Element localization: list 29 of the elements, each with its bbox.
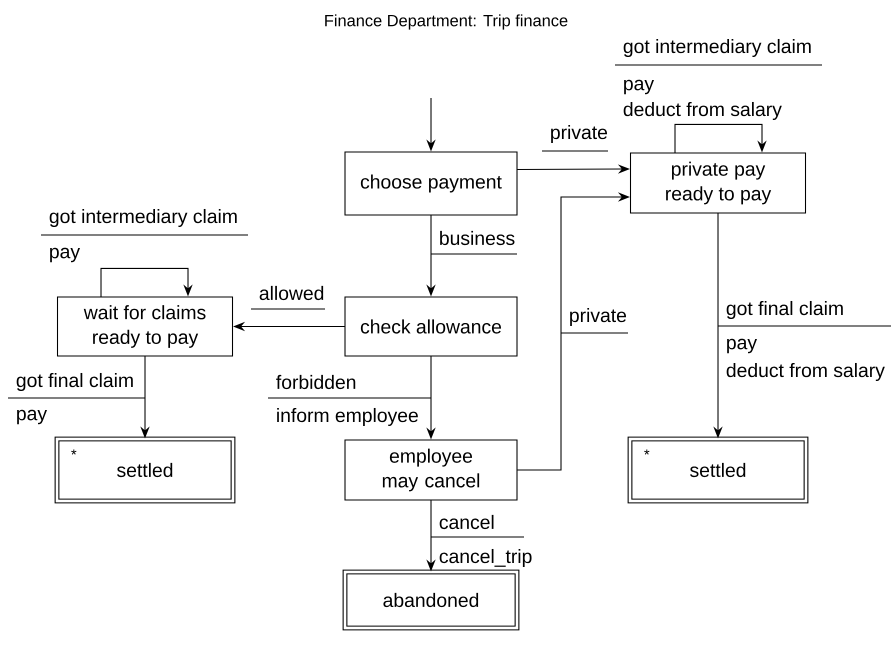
action-label: cancel_trip: [440, 548, 532, 567]
edge-label: private: [551, 124, 608, 143]
edge-label: got final claim: [726, 300, 843, 319]
edge-label: allowed: [260, 286, 324, 300]
action-label: pay: [624, 80, 654, 94]
edge-label: got intermediary claim: [50, 208, 237, 227]
edge-label: private: [570, 308, 626, 326]
state-box: employee may cancel: [344, 439, 518, 501]
edge-label: cancel: [440, 514, 494, 530]
final-state-box: abandoned: [342, 570, 520, 630]
final-state-box: settled *: [628, 436, 808, 504]
edge-label: got intermediary claim: [624, 38, 811, 57]
final-state-box: settled *: [54, 436, 236, 504]
transition-arrow: [674, 124, 767, 152]
action-label: pay: [50, 248, 80, 262]
action-label: pay: [727, 338, 757, 354]
action-label: pay: [17, 410, 48, 424]
edge-label: got final claim: [16, 372, 133, 391]
title: Finance Department: Trip finance: [325, 14, 568, 30]
state-box: choose payment: [344, 151, 518, 216]
action-label: deduct from salary: [726, 362, 885, 381]
state-box: private pay ready to pay: [630, 152, 806, 214]
transition-arrow: [100, 268, 193, 296]
state-box: check allowance: [344, 296, 518, 357]
action-label: deduct from salary: [624, 102, 782, 120]
action-label: inform employee: [277, 408, 418, 426]
edge-label: forbidden: [276, 374, 356, 390]
state-box: wait for claims ready to pay: [56, 296, 234, 357]
edge-label: business: [440, 230, 514, 246]
